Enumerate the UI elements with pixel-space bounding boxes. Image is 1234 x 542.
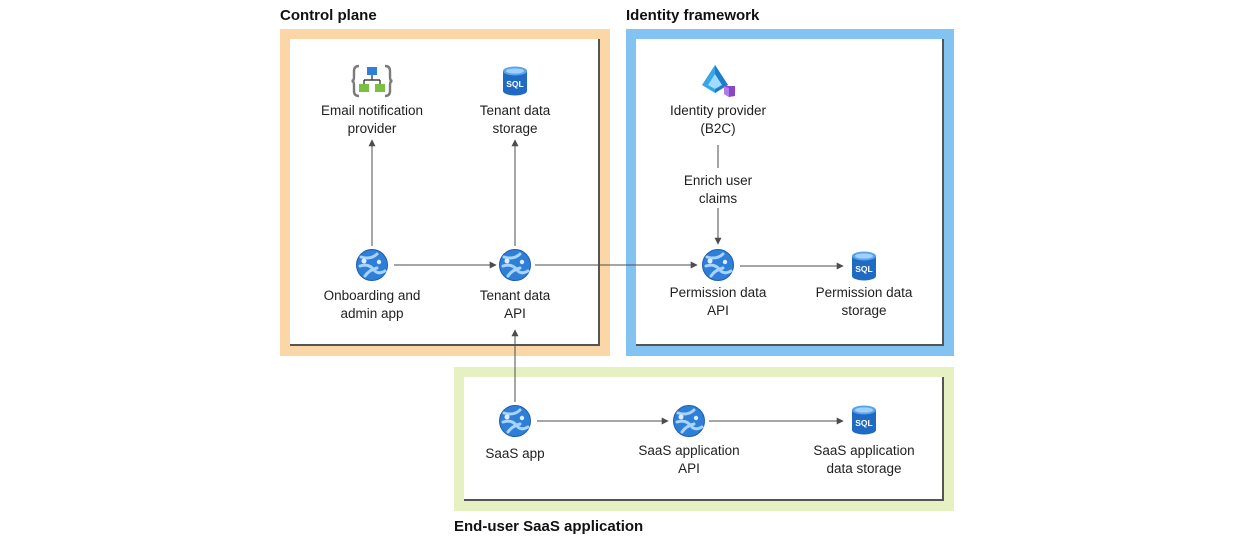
permission-data-api-label: Permission data API <box>669 285 767 318</box>
email-notification-provider-label: Email notification provider <box>320 103 424 136</box>
app-service-icon <box>499 405 531 437</box>
app-service-icon <box>702 249 734 281</box>
saas-app-label: SaaS app <box>485 446 545 461</box>
svg-text:SQL: SQL <box>506 79 523 89</box>
identity-provider-label: Identity provider (B2C) <box>669 103 767 136</box>
svg-text:SQL: SQL <box>855 264 872 274</box>
svg-text:SQL: SQL <box>855 418 872 428</box>
permission-data-storage-label: Permission data storage <box>815 285 913 318</box>
saas-application-data-storage-label: SaaS application data storage <box>813 443 915 476</box>
control-plane-title: Control plane <box>280 7 377 24</box>
identity-framework-title: Identity framework <box>626 7 760 24</box>
app-service-icon <box>673 405 705 437</box>
sql-database-icon: SQL <box>503 66 527 96</box>
identity-framework-frame <box>626 29 954 356</box>
app-service-icon <box>499 249 531 281</box>
end-user-saas-frame <box>454 367 954 511</box>
onboarding-admin-app-label: Onboarding and admin app <box>323 288 421 321</box>
app-service-icon <box>356 249 388 281</box>
saas-application-api-label: SaaS application API <box>638 443 740 476</box>
enrich-user-claims-label: Enrich user claims <box>683 173 753 206</box>
logic-app-icon <box>351 64 393 98</box>
tenant-data-storage-label: Tenant data storage <box>479 103 551 136</box>
end-user-saas-title: End-user SaaS application <box>454 518 644 535</box>
azure-ad-b2c-icon <box>702 65 735 97</box>
tenant-data-api-label: Tenant data API <box>479 288 551 321</box>
sql-database-icon: SQL <box>852 405 876 435</box>
control-plane-frame <box>280 29 610 356</box>
sql-database-icon: SQL <box>852 251 876 281</box>
